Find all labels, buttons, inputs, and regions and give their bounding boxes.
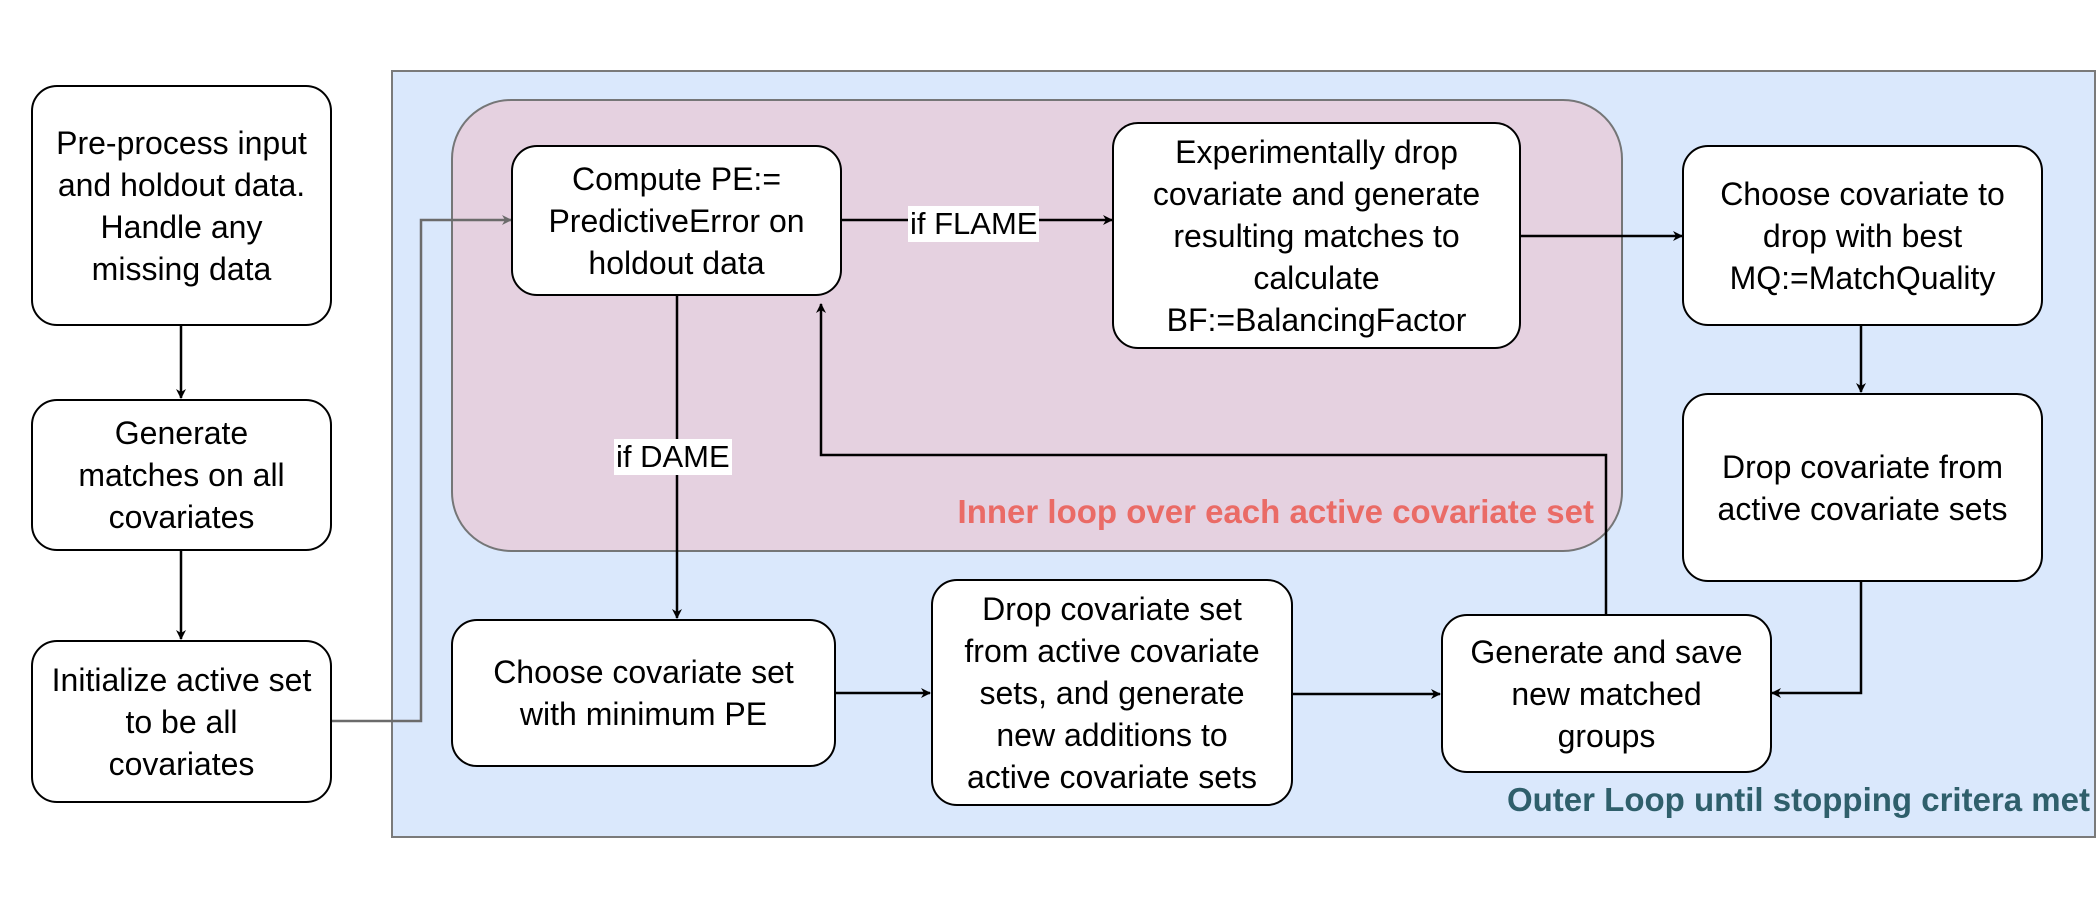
generate-save-groups-label: Generate and save new matched groups [1470, 633, 1743, 754]
generate-save-groups-node: Generate and save new matched groups [1441, 614, 1772, 773]
compute-pe-label: Compute PE:= PredictiveError on holdout … [548, 160, 805, 281]
flame-edge-label: if FLAME [908, 206, 1040, 242]
drop-covariate-set-label: Drop covariate set from active covariate… [964, 590, 1260, 795]
initialize-active-set-label: Initialize active set to be all covariat… [51, 661, 312, 782]
choose-best-mq-node: Choose covariate to drop with best MQ:=M… [1682, 145, 2043, 326]
inner-loop-label: Inner loop over each active covariate se… [957, 493, 1594, 530]
compute-pe-node: Compute PE:= PredictiveError on holdout … [511, 145, 842, 296]
drop-from-active-sets-node: Drop covariate from active covariate set… [1682, 393, 2043, 582]
preprocess-label: Pre-process input and holdout data. Hand… [56, 124, 307, 287]
dame-edge-label: if DAME [614, 439, 732, 475]
edge-initialize-to-compute-pe [331, 215, 512, 723]
edge-generate-save-to-compute-pe [816, 303, 1608, 614]
choose-min-pe-label: Choose covariate set with minimum PE [493, 654, 794, 732]
preprocess-node: Pre-process input and holdout data. Hand… [31, 85, 332, 326]
choose-best-mq-label: Choose covariate to drop with best MQ:=M… [1720, 175, 2005, 296]
drop-covariate-set-node: Drop covariate set from active covariate… [931, 579, 1293, 806]
edge-drop-from-sets-to-generate-save [1771, 582, 1863, 698]
drop-from-active-sets-label: Drop covariate from active covariate set… [1717, 448, 2008, 527]
experimental-drop-node: Experimentally drop covariate and genera… [1112, 122, 1521, 349]
experimental-drop-label: Experimentally drop covariate and genera… [1152, 133, 1481, 338]
choose-min-pe-node: Choose covariate set with minimum PE [451, 619, 836, 767]
outer-loop-label: Outer Loop until stopping critera met [1506, 781, 2090, 818]
generate-all-matches-label: Generate matches on all covariates [78, 415, 285, 535]
generate-all-matches-node: Generate matches on all covariates [31, 399, 332, 551]
initialize-active-set-node: Initialize active set to be all covariat… [31, 640, 332, 803]
